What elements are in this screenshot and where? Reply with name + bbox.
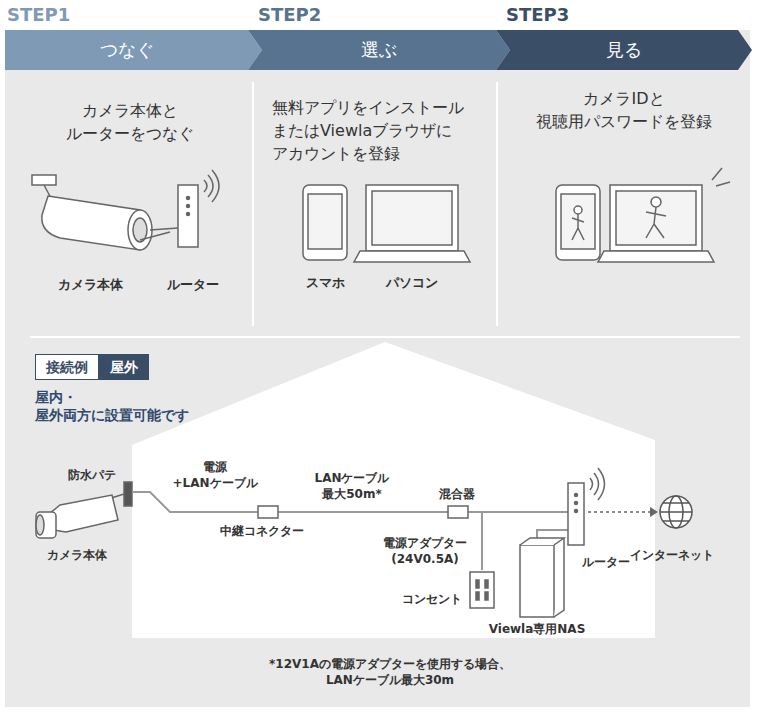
step-number: STEP3 [506, 4, 569, 25]
step-description: カメラ本体 [58, 277, 123, 294]
step-band: STEP2 選ぶ [248, 0, 510, 72]
part-label: コンセント [402, 592, 462, 608]
part-label: Viewla専用NAS [489, 622, 586, 638]
step-title: つなぐ [5, 30, 248, 70]
part-label: 混合器 [439, 487, 475, 503]
part-label: LANケーブル 最大50m* [315, 471, 390, 502]
step-description: カメラ本体と ルーターをつなぐ [66, 99, 194, 145]
tag-text: 接続例 [46, 358, 88, 376]
step-description: パソコン [386, 275, 438, 292]
step-band: STEP3 見る [496, 0, 752, 72]
part-label: インターネット [630, 548, 714, 564]
part-label: 屋内・屋外両方に設置可能です [35, 388, 189, 424]
part-label: カメラ本体 [47, 548, 107, 564]
step-title: 見る [510, 30, 738, 70]
tag-text: 屋外 [110, 358, 138, 376]
part-label: 防水パテ [68, 468, 116, 484]
step-number: STEP2 [258, 4, 321, 25]
part-label: ルーター [582, 555, 630, 571]
footnote: *12V1Aの電源アダプターを使用する場合、LANケーブル最大30m [269, 657, 511, 688]
part-label: 電源アダプター (24V0.5A) [383, 536, 467, 567]
part-label: 中継コネクター [220, 524, 304, 540]
tag-box: 屋外 [99, 354, 149, 380]
step-description: 無料アプリをインストール またはViewlaブラウザに アカウントを登録 [272, 96, 464, 166]
tag-box: 接続例 [35, 354, 99, 380]
step-number: STEP1 [7, 4, 70, 25]
part-label: 電源+LANケーブル [172, 460, 257, 491]
step-title: 選ぶ [262, 30, 496, 70]
step-description: ルーター [167, 277, 219, 294]
step-band: STEP1 つなぐ [5, 0, 262, 72]
step-description: スマホ [306, 275, 345, 292]
step-description: カメラIDと 視聴用パスワードを登録 [536, 87, 712, 133]
